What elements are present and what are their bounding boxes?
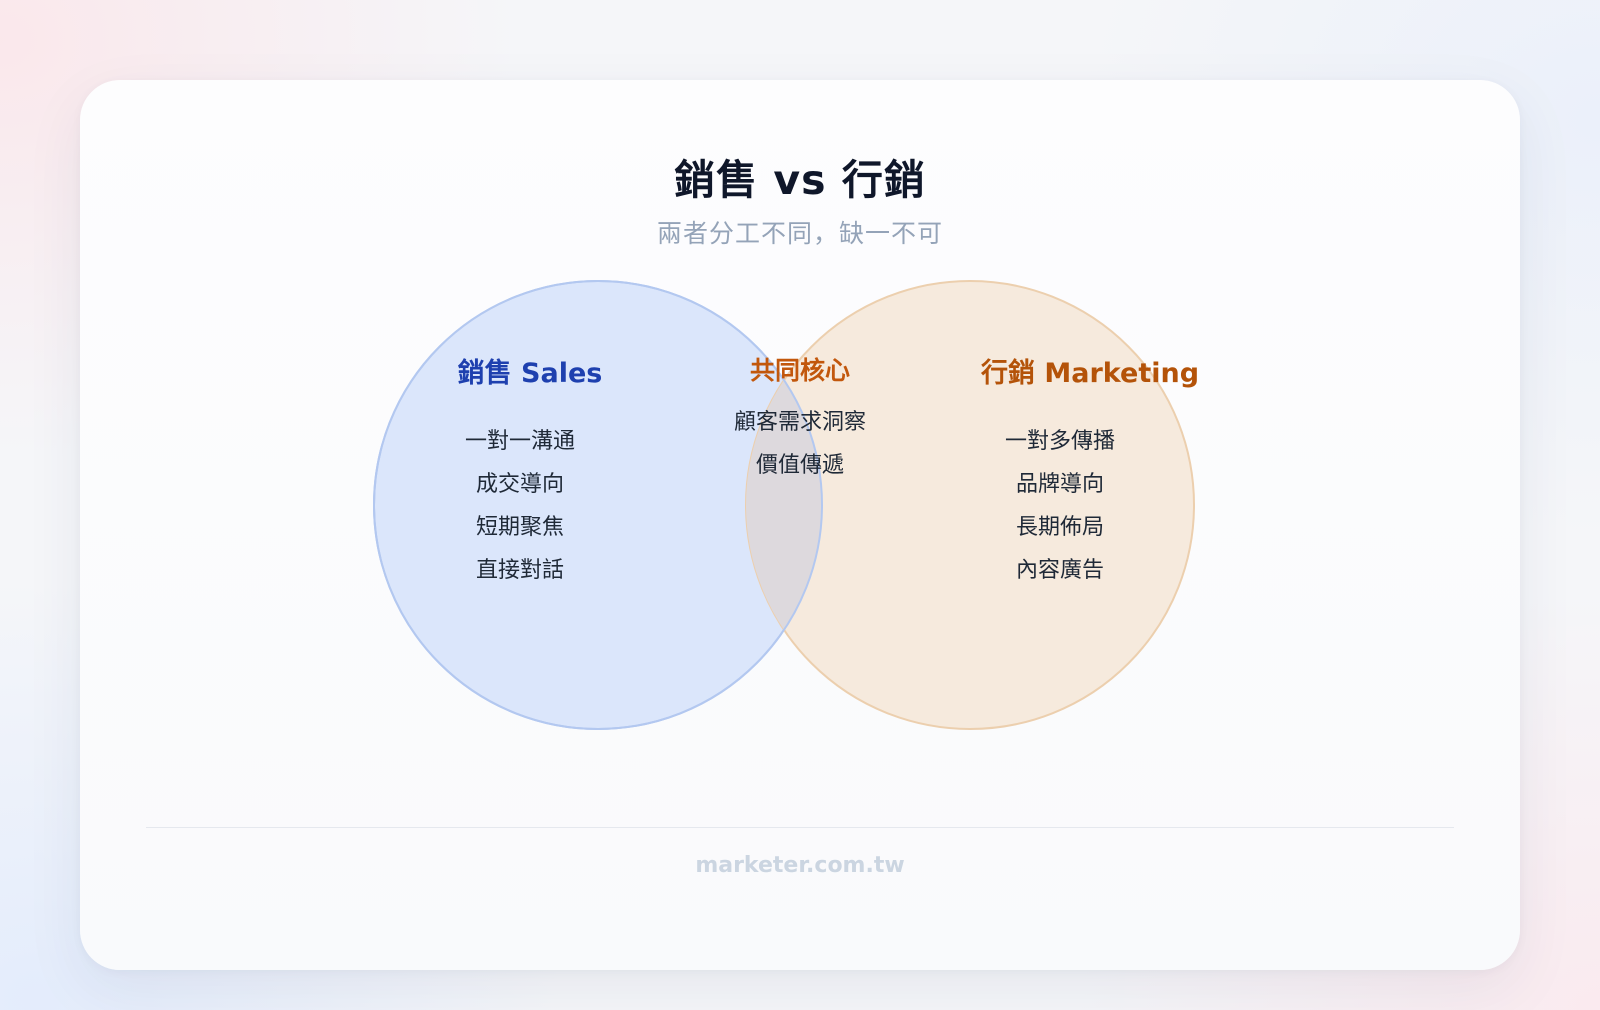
core-list: 顧客需求洞察 價值傳遞: [695, 401, 905, 487]
core-item: 價值傳遞: [755, 453, 844, 478]
sales-list: 一對一溝通 成交導向 短期聚焦 直接對話: [440, 420, 600, 592]
marketing-item: 內容廣告: [1015, 558, 1104, 583]
marketing-item: 一對多傳播: [1004, 429, 1115, 454]
footer-site: marketer.com.tw: [695, 853, 905, 878]
marketing-list: 一對多傳播 品牌導向 長期佈局 內容廣告: [970, 420, 1150, 592]
marketing-heading: 行銷 Marketing: [980, 358, 1200, 389]
sales-item: 一對一溝通: [464, 429, 575, 454]
card: 銷售 vs 行銷 兩者分工不同，缺一不可 銷售 Sales 共同核心 行銷 Ma…: [80, 80, 1520, 970]
page-title: 銷售 vs 行銷: [674, 156, 926, 204]
marketing-item: 品牌導向: [1015, 472, 1104, 497]
footer-divider: [146, 827, 1454, 828]
sales-item: 直接對話: [475, 558, 564, 583]
sales-item: 成交導向: [475, 472, 564, 497]
core-heading: 共同核心: [749, 356, 850, 385]
marketing-item: 長期佈局: [1015, 515, 1104, 540]
sales-circle-outline: [373, 280, 823, 730]
sales-heading: 銷售 Sales: [457, 358, 603, 389]
venn-diagram: [373, 280, 1195, 730]
core-item: 顧客需求洞察: [733, 410, 866, 435]
page-subtitle: 兩者分工不同，缺一不可: [656, 219, 943, 248]
sales-item: 短期聚焦: [475, 515, 564, 540]
